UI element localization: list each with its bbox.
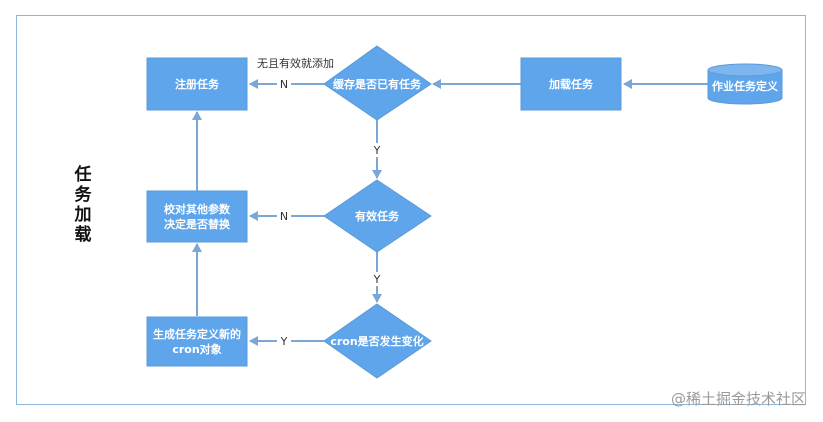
label-bg-y1 (370, 143, 384, 157)
edges (192, 79, 708, 346)
node-load-task[interactable]: 加载任务 (520, 57, 622, 111)
node-register-task-label: 注册任务 (175, 77, 220, 91)
node-compare-params[interactable]: 校对其他参数 决定是否替换 (146, 190, 248, 243)
label-bg-n1 (277, 77, 291, 91)
side-label: 任 务 加 载 (74, 164, 93, 245)
side-label-char-4: 载 (75, 224, 92, 245)
side-label-char-3: 加 (74, 205, 92, 225)
label-bg-n2 (277, 209, 291, 223)
node-compare-params-line2: 决定是否替换 (164, 217, 231, 231)
node-cron-changed[interactable]: cron是否发生变化 (323, 303, 432, 379)
node-register-task[interactable]: 注册任务 (146, 57, 248, 111)
edge-label-n2: N (280, 210, 288, 223)
label-bg-y3 (277, 334, 291, 348)
node-load-task-label: 加载任务 (548, 77, 594, 91)
label-bg-y2 (370, 272, 384, 286)
diagram-frame (16, 15, 806, 405)
node-new-cron-line1: 生成任务定义新的 (153, 327, 241, 341)
side-label-char-2: 务 (75, 184, 93, 205)
node-cache-check-label: 缓存是否已有任务 (333, 77, 422, 91)
edge-label-n1: N (280, 78, 288, 91)
node-new-cron[interactable]: 生成任务定义新的 cron对象 (146, 316, 248, 367)
node-valid-task-label: 有效任务 (355, 209, 400, 223)
node-job-definition-label: 作业任务定义 (712, 79, 779, 93)
node-job-definition[interactable]: 作业任务定义 (707, 63, 783, 105)
node-valid-task[interactable]: 有效任务 (323, 179, 432, 253)
node-cron-changed-label: cron是否发生变化 (330, 334, 423, 348)
node-cache-check[interactable]: 缓存是否已有任务 (323, 45, 432, 121)
node-new-cron-line2: cron对象 (172, 342, 221, 356)
node-compare-params-line1: 校对其他参数 (164, 202, 231, 216)
watermark: @稀土掘金技术社区 (671, 390, 806, 408)
edge-label-y1: Y (373, 144, 381, 157)
side-label-char-1: 任 (74, 164, 92, 185)
edge-label-y2: Y (373, 273, 381, 286)
edge-label-y3: Y (280, 335, 288, 348)
edge-note-add: 无且有效就添加 (257, 56, 334, 70)
